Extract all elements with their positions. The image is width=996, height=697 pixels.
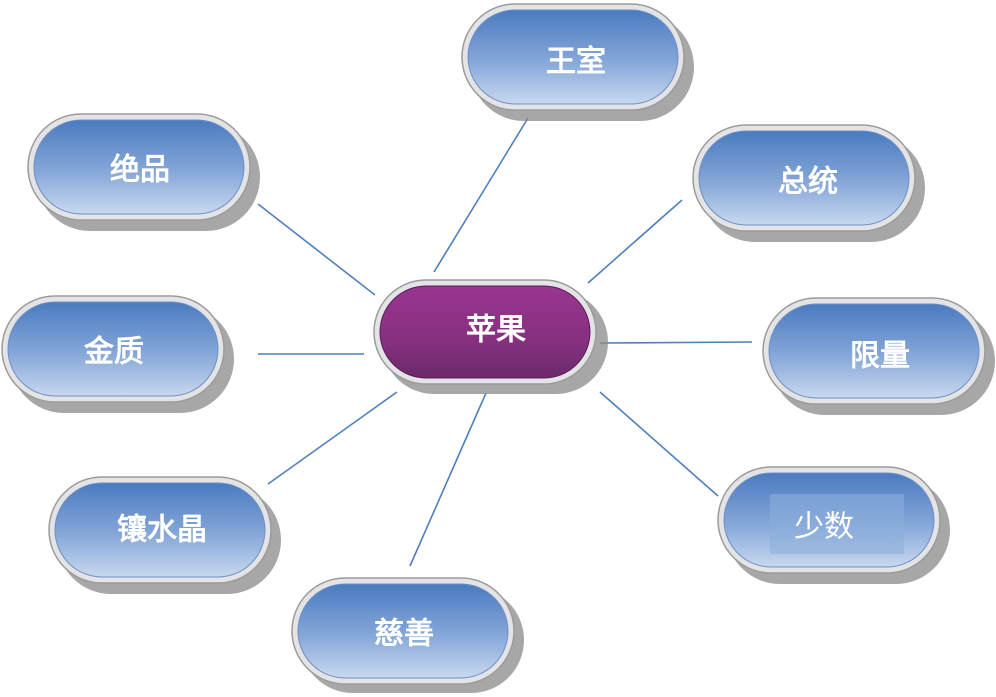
node-gold-label: 金质 (83, 335, 144, 370)
center-node[interactable]: 苹果 (373, 279, 608, 394)
node-gold[interactable]: 金质 (1, 295, 234, 413)
node-masterpiece[interactable]: 绝品 (27, 113, 260, 231)
connector-masterpiece (257, 203, 376, 296)
node-limited-label: 限量 (850, 339, 910, 374)
connector-royal (433, 117, 529, 273)
connector-few (599, 391, 719, 497)
center-node-label: 苹果 (466, 313, 526, 348)
connector-charity (409, 392, 487, 567)
node-president-label: 总统 (778, 165, 838, 200)
node-crystal-label: 镶水晶 (117, 513, 207, 548)
connector-limited (599, 341, 753, 344)
node-charity[interactable]: 慈善 (291, 577, 524, 693)
node-crystal[interactable]: 镶水晶 (48, 476, 281, 594)
node-limited[interactable]: 限量 (762, 297, 995, 415)
node-royal[interactable]: 王室 (461, 3, 694, 121)
node-few-label: 少数 (794, 510, 854, 545)
node-few[interactable]: 少数 (717, 466, 950, 584)
node-few-label-box (770, 494, 904, 554)
connector-president (587, 199, 683, 284)
connector-lines (257, 117, 753, 567)
node-masterpiece-label: 绝品 (110, 153, 170, 188)
connector-crystal (267, 391, 398, 485)
node-charity-label: 慈善 (374, 617, 434, 652)
node-president[interactable]: 总统 (692, 124, 925, 242)
node-royal-label: 王室 (546, 45, 606, 80)
